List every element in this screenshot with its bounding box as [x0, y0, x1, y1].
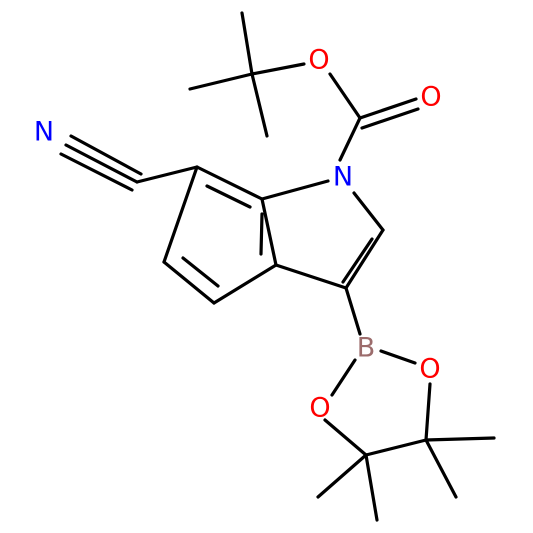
bond-cquat-me1 — [240, 11, 254, 76]
bond-ccarbonyl-ocarbonyl-1 — [358, 97, 418, 120]
bond-ca-cb — [364, 438, 428, 457]
bond-arom-3 — [259, 212, 264, 256]
bond-c6-c7 — [195, 165, 264, 201]
bond-ca-me2 — [364, 453, 379, 522]
bond-ca-me1 — [316, 453, 368, 499]
atom-n1: N — [333, 162, 353, 193]
bond-cb-me2 — [424, 438, 458, 499]
bond-b-oleft — [330, 358, 357, 397]
bond-c2-c3 — [344, 228, 385, 290]
bond-oether-cquat — [250, 62, 306, 76]
bond-cquat-me2 — [188, 72, 254, 91]
bond-arom-2 — [181, 256, 220, 288]
bond-oright-cb — [424, 382, 432, 442]
atom-labels: N N O O B O O — [34, 45, 442, 424]
atom-o-bpin-right: O — [419, 354, 440, 385]
atom-o-carbonyl: O — [420, 82, 441, 113]
bond-c2-c3-double — [341, 237, 374, 284]
atom-o-bpin-left: O — [309, 393, 330, 424]
bond-c3-c3a — [274, 263, 348, 290]
bond-nitrile-1 — [64, 143, 139, 184]
bond-c6-c5 — [162, 165, 199, 264]
bond-cb-me1 — [424, 436, 496, 442]
atom-o-ether: O — [308, 45, 329, 76]
bond-oleft-ca — [323, 418, 368, 457]
bond-b-oright — [379, 349, 417, 365]
bond-c7-c7a — [260, 197, 278, 267]
bond-c7a-n1 — [260, 179, 330, 201]
bond-n1-ccarbonyl — [338, 116, 362, 162]
bond-cquat-me3 — [250, 72, 269, 138]
bond-ccarbonyl-ocarbonyl-2 — [360, 107, 420, 130]
bond-ccarbonyl-oether — [328, 72, 362, 120]
atom-b: B — [357, 333, 376, 364]
bond-nitrile-2 — [69, 134, 143, 176]
bond-arom-1 — [205, 184, 252, 209]
bond-nitrile-3 — [59, 152, 134, 192]
bond-c4-c3a — [212, 263, 278, 305]
atom-n-nitrile: N — [34, 117, 54, 148]
bond-n1-c2 — [352, 191, 385, 232]
bonds — [59, 11, 496, 522]
bond-c6-cn — [135, 165, 199, 184]
bond-c3-b — [344, 286, 362, 336]
bond-c5-c4 — [162, 260, 216, 305]
